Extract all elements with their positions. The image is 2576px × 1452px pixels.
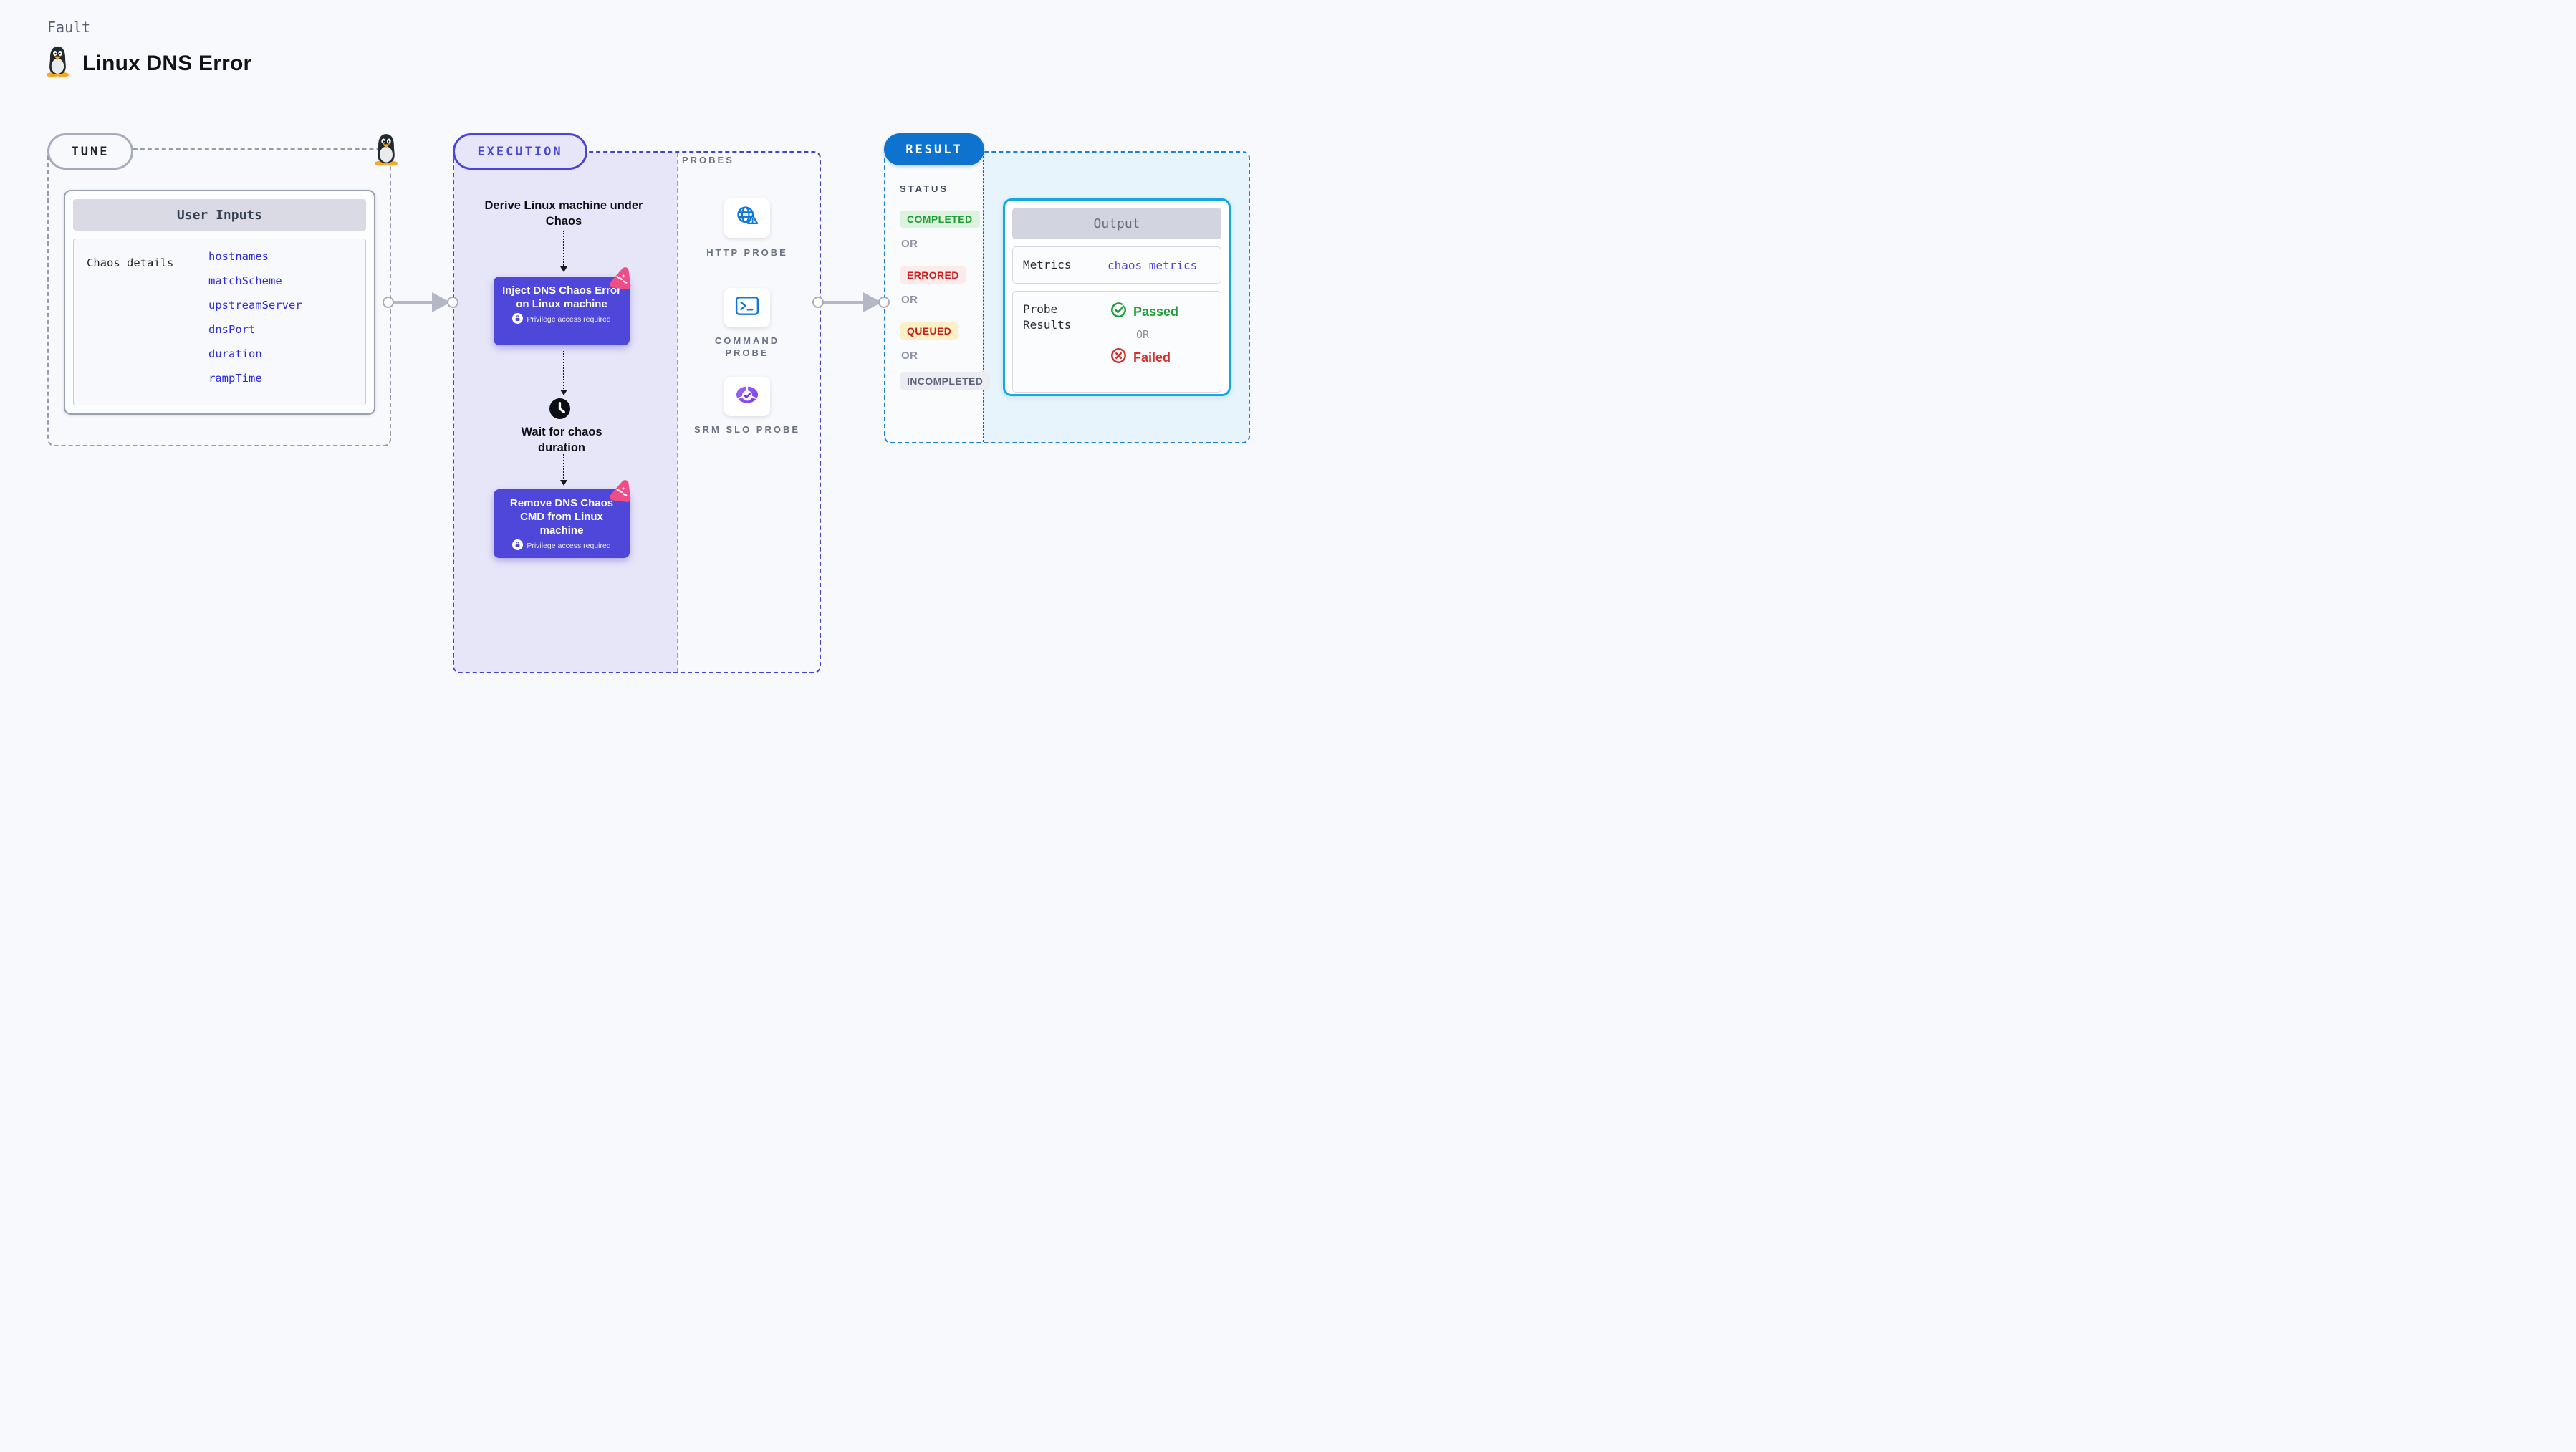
execution-pill: EXECUTION	[453, 133, 587, 170]
page-title: Linux DNS Error	[82, 51, 252, 75]
linux-penguin-icon	[373, 133, 400, 170]
step-derive-label: Derive Linux machine under Chaos	[484, 199, 643, 228]
input-item: duration	[208, 347, 262, 360]
connector-dot	[878, 297, 890, 308]
execution-section	[453, 151, 821, 673]
command-probe-label: COMMAND PROBE	[714, 335, 780, 358]
privilege-label: Privilege access required	[527, 542, 611, 550]
input-item: upstreamServer	[208, 299, 302, 312]
status-badge-queued: QUEUED	[900, 322, 959, 340]
input-item: rampTime	[208, 372, 262, 385]
status-column	[885, 153, 983, 442]
status-badge-errored: ERRORED	[900, 266, 966, 284]
chaos-details-label: Chaos details	[87, 256, 174, 269]
tune-pill: TUNE	[47, 133, 133, 170]
inject-chaos-title: Inject DNS Chaos Error on Linux machine	[502, 284, 621, 310]
passed-label: Passed	[1133, 304, 1179, 319]
input-list: hostnames matchScheme upstreamServer dns…	[208, 250, 302, 385]
input-item: dnsPort	[208, 323, 256, 336]
probe-results-label: Probe Results	[1023, 302, 1072, 332]
or-separator: OR	[901, 350, 918, 362]
user-inputs-body: Chaos details hostnames matchScheme upst…	[73, 239, 366, 405]
arrow-right-icon	[822, 301, 866, 304]
privilege-label: Privilege access required	[527, 315, 611, 324]
http-probe-card	[724, 198, 770, 238]
connector-dot	[383, 297, 394, 308]
or-separator: OR	[1136, 328, 1150, 341]
title-row: Linux DNS Error	[44, 46, 251, 81]
srm-slo-probe-label: SRM SLO PROBE	[693, 424, 801, 435]
metrics-value: chaos metrics	[1107, 258, 1198, 272]
x-circle-icon	[1110, 347, 1127, 367]
clock-icon	[549, 398, 570, 423]
lock-icon	[512, 539, 524, 552]
result-pill: RESULT	[884, 133, 984, 165]
arrow-down-icon	[560, 454, 567, 486]
output-card: Output Metrics chaos metrics Probe Resul…	[1003, 198, 1231, 396]
chaos-logo-icon	[606, 264, 635, 293]
user-inputs-header: User Inputs	[73, 199, 366, 231]
http-probe-label: HTTP PROBE	[706, 247, 788, 258]
linux-penguin-icon	[44, 46, 71, 81]
chaos-logo-icon	[606, 477, 635, 506]
wait-step-label: Wait for chaos duration	[521, 425, 602, 454]
input-item: matchScheme	[208, 274, 282, 287]
privilege-row: Privilege access required	[501, 313, 623, 326]
or-separator: OR	[901, 238, 918, 250]
arrow-down-icon	[560, 231, 567, 272]
srm-slo-probe-card	[724, 377, 770, 416]
failed-label: Failed	[1133, 350, 1171, 365]
arrow-down-icon	[560, 351, 567, 395]
or-separator: OR	[901, 294, 918, 306]
input-item: hostnames	[208, 250, 269, 263]
command-probe-card	[724, 288, 770, 327]
status-badge-completed: COMPLETED	[900, 211, 980, 228]
fault-diagram-canvas: Fault Linux DNS Error TUNE	[0, 0, 1288, 726]
status-label: STATUS	[900, 183, 949, 194]
privilege-row: Privilege access required	[501, 539, 623, 552]
check-circle-icon	[1110, 302, 1127, 322]
connector-dot	[447, 297, 458, 308]
probe-results-row: Probe Results Passed OR Failed	[1012, 291, 1221, 393]
passed-verdict: Passed	[1110, 302, 1178, 322]
connector-dot	[812, 297, 824, 308]
fault-kicker: Fault	[47, 19, 91, 36]
probes-label: PROBES	[682, 155, 734, 165]
inject-chaos-node: Inject DNS Chaos Error on Linux machine …	[494, 277, 630, 345]
arrow-right-icon	[392, 301, 435, 304]
failed-verdict: Failed	[1110, 347, 1178, 367]
status-badge-incompleted: INCOMPLETED	[900, 372, 991, 390]
lock-icon	[512, 313, 524, 326]
user-inputs-card: User Inputs Chaos details hostnames matc…	[64, 190, 375, 415]
terminal-icon	[735, 295, 759, 320]
metrics-label: Metrics	[1023, 258, 1072, 271]
probe-results-values: Passed OR Failed	[1110, 302, 1178, 392]
remove-chaos-node: Remove DNS Chaos CMD from Linux machine …	[494, 489, 630, 558]
remove-chaos-title: Remove DNS Chaos CMD from Linux machine	[509, 497, 614, 537]
globe-alert-icon	[734, 204, 761, 232]
metrics-row: Metrics chaos metrics	[1012, 246, 1221, 284]
pie-check-icon	[734, 383, 761, 410]
output-header: Output	[1012, 208, 1221, 239]
